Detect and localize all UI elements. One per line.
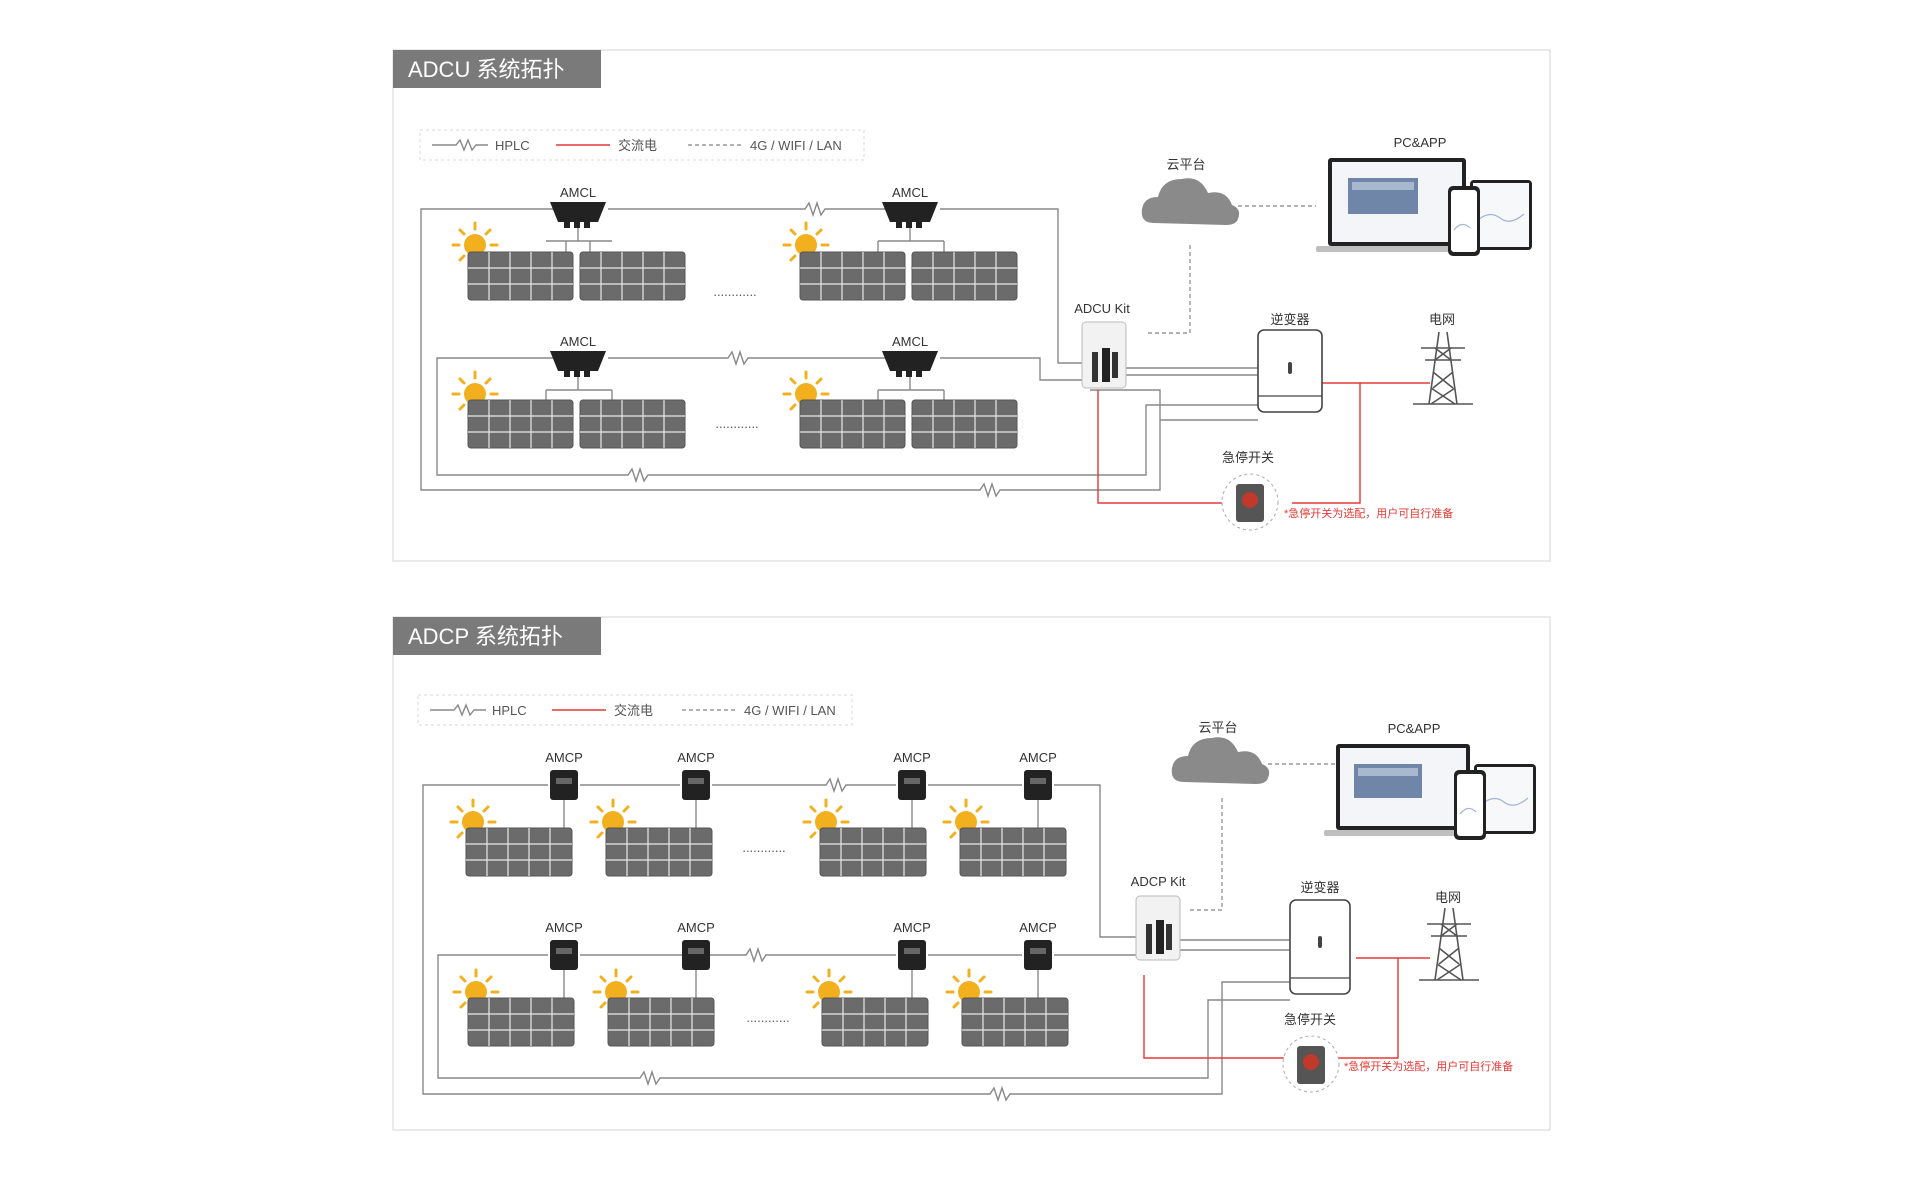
solar-panel-icon — [605, 827, 713, 877]
continuation-dots: ............ — [713, 284, 756, 299]
section-frame — [392, 49, 1551, 562]
legend: HPLC 交流电 4G / WIFI / LAN — [417, 694, 853, 726]
inverter-label: 逆变器 — [1300, 880, 1339, 895]
legend-ac-label: 交流电 — [618, 138, 657, 153]
section-adcp: ADCP 系统拓扑 HPLC 交流电 4G / WIFI / LAN — [392, 616, 1551, 1131]
emergency-switch: 急停开关 *急停开关为选配，用户可自行准备 — [1221, 450, 1453, 531]
amcp-device — [550, 770, 1052, 970]
amcp-label: AMCP — [677, 750, 715, 765]
pc-app: PC&APP — [1324, 721, 1536, 840]
inverter-icon — [1289, 899, 1351, 995]
amcl-label: AMCL — [892, 185, 928, 200]
inverter-icon — [1257, 329, 1323, 413]
legend: HPLC 交流电 4G / WIFI / LAN — [419, 129, 865, 161]
amcl-device — [882, 351, 938, 377]
amcp-devices: AMCP AMCP AMCP AMCP AMCP AMCP AMCP AMCP — [545, 750, 1057, 970]
amcl-device — [882, 202, 938, 228]
power-grid: 电网 — [1412, 312, 1474, 405]
amcp-label: AMCP — [1019, 920, 1057, 935]
legend-hplc-line — [432, 138, 488, 152]
phone-icon — [1448, 186, 1480, 256]
net-wiring — [1190, 763, 1344, 911]
adcu-kit: ADCU Kit — [1074, 301, 1130, 389]
laptop-icon — [1324, 744, 1482, 836]
continuation-dots: ............ — [746, 1010, 789, 1025]
emergency-switch-icon — [1282, 1035, 1340, 1093]
cloud-label: 云平台 — [1198, 720, 1237, 735]
legend-ac-label: 交流电 — [614, 703, 653, 718]
legend-net-label: 4G / WIFI / LAN — [750, 138, 842, 153]
adcp-kit: ADCP Kit — [1131, 874, 1186, 961]
legend-hplc-label: HPLC — [492, 703, 527, 718]
power-grid: 电网 — [1418, 890, 1480, 981]
amcl-label: AMCL — [560, 334, 596, 349]
grid-label: 电网 — [1435, 890, 1461, 905]
emergency-switch: 急停开关 *急停开关为选配，用户可自行准备 — [1282, 1012, 1513, 1093]
amcp-label: AMCP — [893, 920, 931, 935]
switch-label: 急停开关 — [1222, 450, 1274, 465]
laptop-icon — [1316, 158, 1478, 252]
phone-icon — [1454, 770, 1486, 840]
solar-panel-icon — [607, 997, 715, 1047]
amcp-label: AMCP — [1019, 750, 1057, 765]
legend-hplc-label: HPLC — [495, 138, 530, 153]
pc-app: PC&APP — [1316, 135, 1532, 256]
solar-array: ............ ............ — [449, 798, 1069, 1047]
inverter: 逆变器 — [1289, 880, 1351, 995]
hplc-wiring — [420, 200, 1258, 499]
solar-panel-icon — [819, 827, 927, 877]
grid-label: 电网 — [1429, 312, 1455, 327]
emergency-switch-icon — [1221, 473, 1279, 531]
legend-hplc-line — [430, 703, 486, 717]
pc-app-label: PC&APP — [1388, 721, 1441, 736]
section-title-bg — [393, 50, 601, 88]
ac-wiring — [1097, 382, 1430, 504]
cloud-platform: 云平台 — [1171, 720, 1270, 784]
section-title-bg — [393, 617, 601, 655]
tablet-icon — [1474, 764, 1536, 834]
solar-panel-icon — [821, 997, 929, 1047]
switch-note: *急停开关为选配，用户可自行准备 — [1284, 506, 1453, 520]
legend-net-label: 4G / WIFI / LAN — [744, 703, 836, 718]
cloud-platform: 云平台 — [1141, 157, 1240, 225]
ac-wiring — [1143, 957, 1430, 1059]
switch-note: *急停开关为选配，用户可自行准备 — [1344, 1059, 1513, 1073]
solar-panel-icon — [961, 997, 1069, 1047]
switch-label: 急停开关 — [1284, 1012, 1336, 1027]
section-title: ADCP 系统拓扑 — [408, 624, 563, 649]
section-title: ADCU 系统拓扑 — [408, 57, 564, 82]
tablet-icon — [1470, 180, 1532, 250]
kit-label: ADCU Kit — [1074, 301, 1130, 316]
pc-app-label: PC&APP — [1394, 135, 1447, 150]
solar-panel-icon — [465, 827, 573, 877]
solar-panel-icon — [959, 827, 1067, 877]
amcp-label: AMCP — [893, 750, 931, 765]
amcp-label: AMCP — [545, 920, 583, 935]
cloud-label: 云平台 — [1166, 157, 1205, 172]
net-wiring — [1148, 205, 1316, 334]
amcl-device — [550, 351, 606, 377]
amcp-label: AMCP — [677, 920, 715, 935]
amcl-device — [550, 202, 606, 228]
amcl-label: AMCL — [892, 334, 928, 349]
kit-label: ADCP Kit — [1131, 874, 1186, 889]
section-adcu: ADCU 系统拓扑 HPLC 交流电 4G / WIFI / LAN — [392, 49, 1551, 562]
continuation-dots: ............ — [742, 840, 785, 855]
amcp-label: AMCP — [545, 750, 583, 765]
inverter: 逆变器 — [1257, 312, 1323, 413]
inverter-label: 逆变器 — [1270, 312, 1309, 327]
continuation-dots: ............ — [715, 416, 758, 431]
hplc-wiring — [422, 776, 1290, 1103]
solar-panel-icon — [467, 997, 575, 1047]
amcl-label: AMCL — [560, 185, 596, 200]
amcl-devices: AMCL AMCL AMCL AMCL — [550, 185, 938, 377]
solar-array: ............ ............ — [451, 221, 1018, 449]
